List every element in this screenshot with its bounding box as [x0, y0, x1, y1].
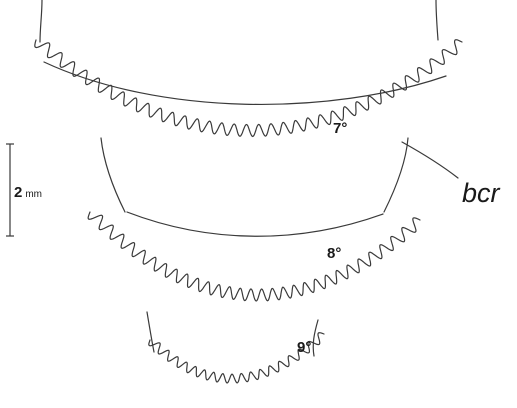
bcr-callout-label: bcr	[462, 178, 501, 208]
segment-7-label: 7°	[333, 120, 347, 137]
top-left-side	[40, 0, 42, 42]
scale-unit: mm	[25, 189, 42, 200]
segment-8-label: 8°	[327, 245, 341, 262]
scale-value: 2	[14, 184, 22, 201]
segment-9-label: 9°	[297, 339, 311, 356]
segment-8-left-side	[101, 138, 125, 212]
segment-8-right-side	[384, 138, 408, 212]
segment-8-anterior-margin	[127, 212, 383, 236]
segment-9-right-margin	[313, 320, 318, 356]
top-right-side	[436, 0, 438, 40]
segment-7-fringe	[35, 40, 462, 137]
segment-7-anterior-margin	[44, 62, 446, 104]
bcr-leader-line	[402, 142, 458, 178]
segment-8-fringe	[88, 212, 420, 301]
